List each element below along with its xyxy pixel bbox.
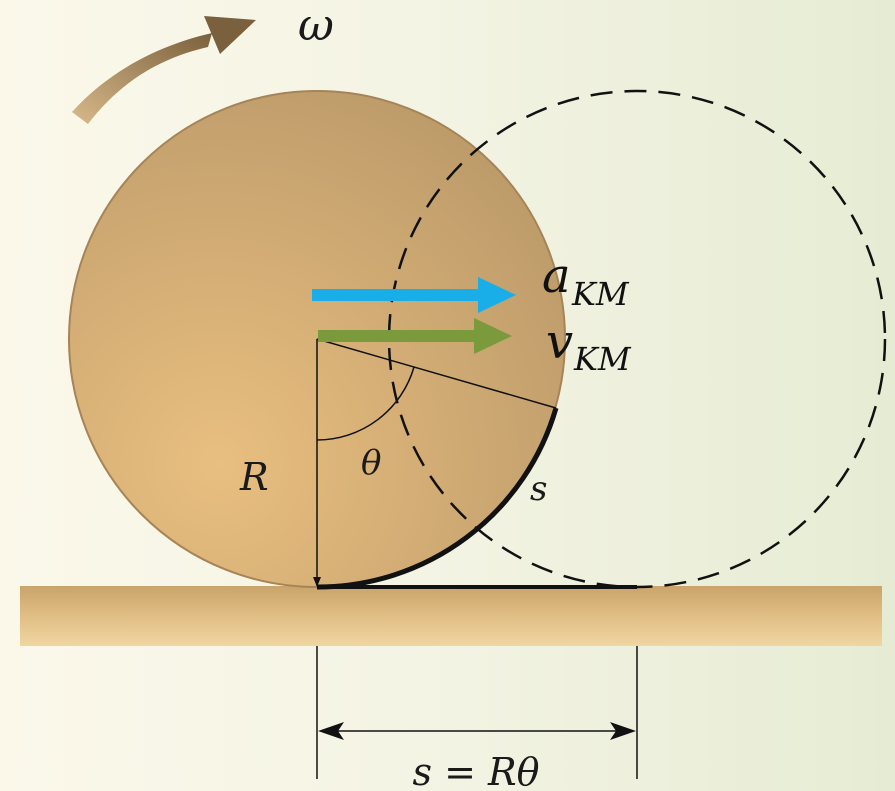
acceleration-subscript: KM — [571, 275, 630, 313]
arc-label: s — [530, 469, 547, 509]
ground-surface — [20, 586, 882, 646]
dimension-label: s = Rθ — [413, 750, 540, 791]
velocity-subscript: KM — [573, 340, 632, 378]
arrow-right-icon — [318, 318, 512, 354]
omega-label: ω — [298, 0, 334, 51]
angle-arc — [316, 366, 415, 441]
dimension-line — [318, 722, 636, 740]
radius-label: R — [239, 455, 269, 499]
angle-label: θ — [361, 443, 381, 483]
velocity-symbol: v — [546, 314, 573, 370]
angled-radius-line — [316, 338, 557, 409]
arrow-right-icon — [312, 277, 516, 313]
acceleration-symbol: a — [542, 248, 571, 304]
arc-length-s — [316, 407, 559, 590]
curved-arrow-icon — [72, 16, 256, 124]
